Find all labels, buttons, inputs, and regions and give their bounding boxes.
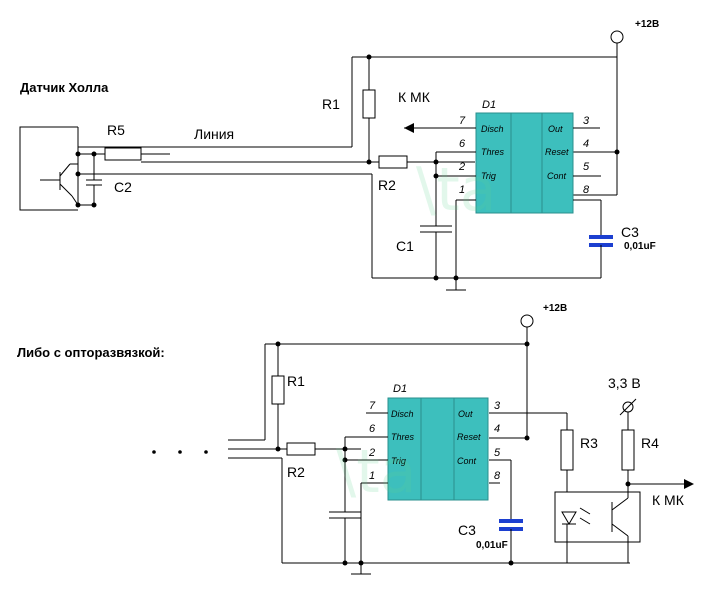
ellipsis bbox=[152, 450, 156, 454]
r2b-label: R2 bbox=[287, 464, 305, 480]
led-icon bbox=[561, 507, 591, 525]
pin-label-disch-b: Disch bbox=[391, 409, 414, 419]
chip-name-b: D1 bbox=[393, 383, 407, 395]
pin-num-4: 4 bbox=[583, 138, 589, 150]
r4-resistor bbox=[621, 429, 635, 471]
r5-resistor bbox=[104, 147, 142, 161]
line-label: Линия bbox=[194, 126, 234, 142]
pin-num-8: 8 bbox=[583, 184, 590, 196]
pin-label-trig-b: Trig bbox=[391, 456, 406, 466]
pin-num-2-b: 2 bbox=[368, 447, 375, 459]
optocoupler bbox=[554, 491, 641, 543]
c3-label: C3 bbox=[621, 224, 639, 240]
watermark-top: \ta bbox=[416, 155, 497, 225]
r2-label: R2 bbox=[378, 177, 396, 193]
r2b-resistor bbox=[286, 442, 316, 456]
bottom-circuit: Либо с опторазвязкой: +12B R1 R2 bbox=[17, 303, 694, 575]
pin-num-8-b: 8 bbox=[494, 470, 501, 482]
pin-num-7-b: 7 bbox=[369, 400, 376, 412]
output-label-b: К МК bbox=[652, 492, 685, 508]
pin-num-2: 2 bbox=[458, 161, 465, 173]
sensor-box bbox=[19, 126, 78, 211]
c1-label: C1 bbox=[396, 238, 414, 254]
pin-label-cont: Cont bbox=[547, 171, 567, 181]
output-label: К МК bbox=[398, 89, 431, 105]
phototransistor-icon bbox=[611, 497, 629, 537]
pin-num-4-b: 4 bbox=[494, 423, 500, 435]
c3b-label: C3 bbox=[458, 522, 476, 538]
pin-label-disch: Disch bbox=[481, 124, 504, 134]
chip-d1: D1 Disch Thres Trig Out Reset Cont 7 6 2… bbox=[458, 99, 590, 214]
supply-33-label: 3,3 B bbox=[608, 375, 641, 391]
r1b-resistor bbox=[271, 375, 285, 405]
watermark-bottom: \ta bbox=[336, 437, 417, 507]
r2-resistor bbox=[378, 155, 408, 169]
c3b-value: 0,01uF bbox=[476, 540, 508, 551]
pin-num-7: 7 bbox=[459, 115, 466, 127]
supply-terminal-2 bbox=[520, 314, 534, 328]
pin-label-trig: Trig bbox=[481, 171, 496, 181]
pin-label-out-b: Out bbox=[458, 409, 473, 419]
pin-num-5-b: 5 bbox=[494, 447, 501, 459]
r1-resistor bbox=[362, 89, 376, 119]
r5-label: R5 bbox=[107, 122, 125, 138]
r3-resistor bbox=[560, 429, 574, 471]
top-circuit: +12B R1 R5 Линия R2 bbox=[19, 19, 659, 291]
sensor-title: Датчик Холла bbox=[20, 80, 109, 95]
c2-label: C2 bbox=[114, 179, 132, 195]
pin-label-thres-b: Thres bbox=[391, 432, 415, 442]
pin-num-6-b: 6 bbox=[369, 423, 376, 435]
r1b-label: R1 bbox=[287, 373, 305, 389]
pin-label-out: Out bbox=[548, 124, 563, 134]
chip-body bbox=[475, 112, 574, 214]
pin-num-1-b: 1 bbox=[369, 470, 375, 482]
hall-transistor-icon bbox=[40, 163, 79, 206]
supply-terminal bbox=[610, 30, 624, 44]
chip-body-b bbox=[387, 397, 489, 501]
pin-label-thres: Thres bbox=[481, 147, 505, 157]
pin-num-5: 5 bbox=[583, 161, 590, 173]
pin-num-3-b: 3 bbox=[494, 400, 501, 412]
supply-label-2: +12B bbox=[543, 303, 567, 314]
c3-value: 0,01uF bbox=[624, 241, 656, 252]
chip-name: D1 bbox=[482, 99, 496, 111]
pin-label-cont-b: Cont bbox=[457, 456, 477, 466]
pin-num-6: 6 bbox=[459, 138, 466, 150]
pin-num-1: 1 bbox=[459, 184, 465, 196]
chip-d1-b: D1 Disch Thres Trig Out Reset Cont 7 6 2… bbox=[368, 383, 501, 501]
pin-num-3: 3 bbox=[583, 115, 590, 127]
bottom-title: Либо с опторазвязкой: bbox=[17, 345, 165, 360]
supply-label: +12B bbox=[635, 19, 659, 30]
pin-label-reset: Reset bbox=[545, 147, 569, 157]
r1-label: R1 bbox=[322, 96, 340, 112]
r3-label: R3 bbox=[580, 435, 598, 451]
pin-label-reset-b: Reset bbox=[457, 432, 481, 442]
r4-label: R4 bbox=[641, 435, 659, 451]
